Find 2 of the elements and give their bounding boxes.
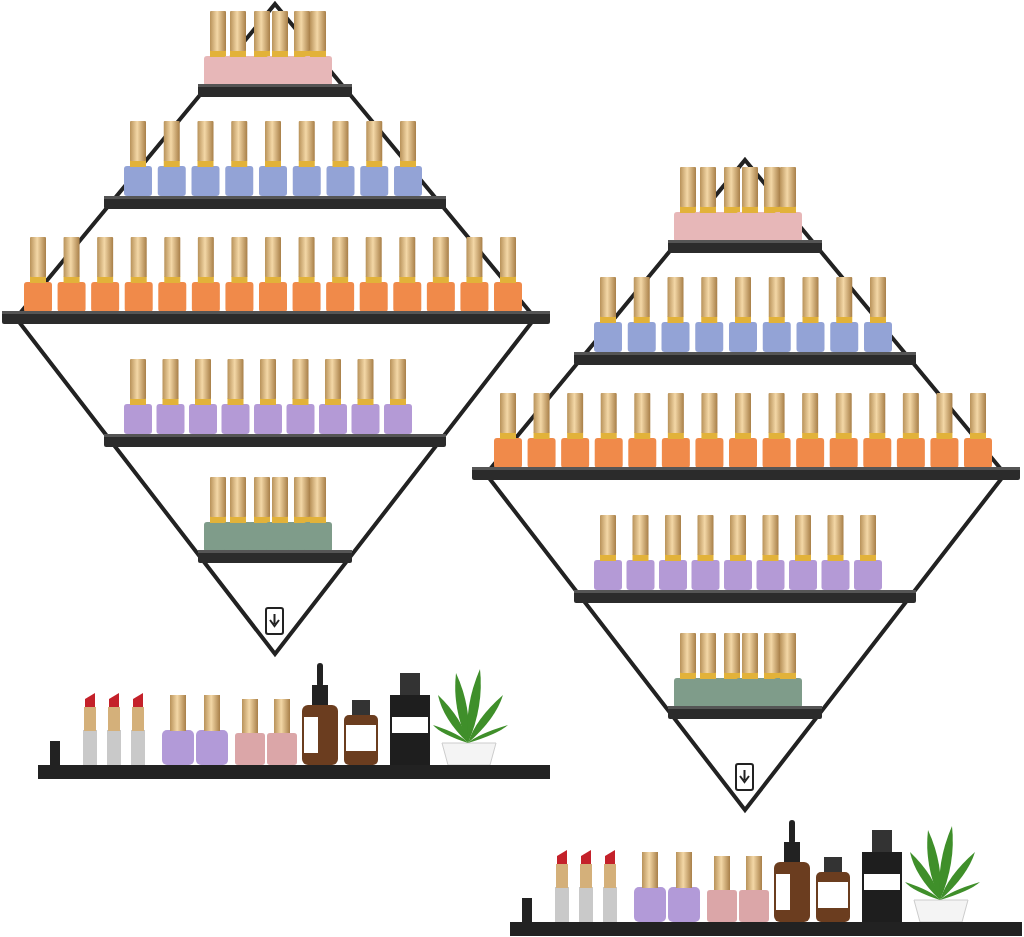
diamond-shelf-drawing (0, 0, 552, 660)
diamond-shelf-drawing (470, 156, 1022, 816)
